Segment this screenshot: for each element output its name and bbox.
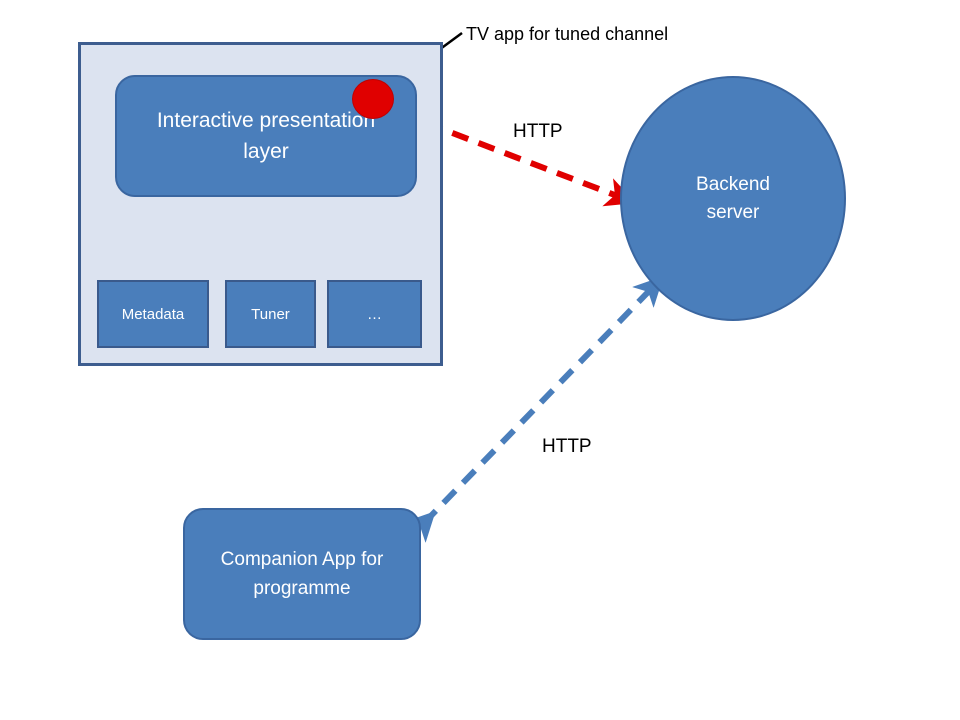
tv-app-indicator-icon[interactable] bbox=[352, 79, 394, 119]
callout-tv-app-text: TV app for tuned channel bbox=[466, 24, 669, 44]
component-label-tuner: Tuner bbox=[251, 305, 290, 323]
backend-server-label-line1: Backend bbox=[696, 173, 770, 195]
link-label-http-bottom: HTTP bbox=[542, 436, 592, 457]
component-box-metadata[interactable]: Metadata bbox=[97, 280, 209, 348]
companion-app-label-line2: programme bbox=[253, 578, 351, 599]
component-label-metadata: Metadata bbox=[121, 305, 185, 323]
component-label-more: … bbox=[367, 305, 382, 323]
backend-server-node[interactable]: Backend server bbox=[620, 76, 846, 321]
component-box-more[interactable]: … bbox=[327, 280, 422, 348]
companion-app-node[interactable]: Companion App for programme bbox=[183, 508, 421, 640]
component-box-tuner[interactable]: Tuner bbox=[225, 280, 316, 348]
backend-server-label: Backend server bbox=[696, 171, 770, 227]
link-companion-to-backend bbox=[404, 275, 664, 543]
companion-app-label: Companion App for programme bbox=[221, 545, 384, 603]
presentation-layer-label: Interactive presentation layer bbox=[156, 109, 376, 163]
companion-app-label-line1: Companion App for bbox=[220, 549, 384, 570]
backend-server-label-line2: server bbox=[706, 201, 760, 223]
link-label-http-top: HTTP bbox=[513, 121, 563, 142]
